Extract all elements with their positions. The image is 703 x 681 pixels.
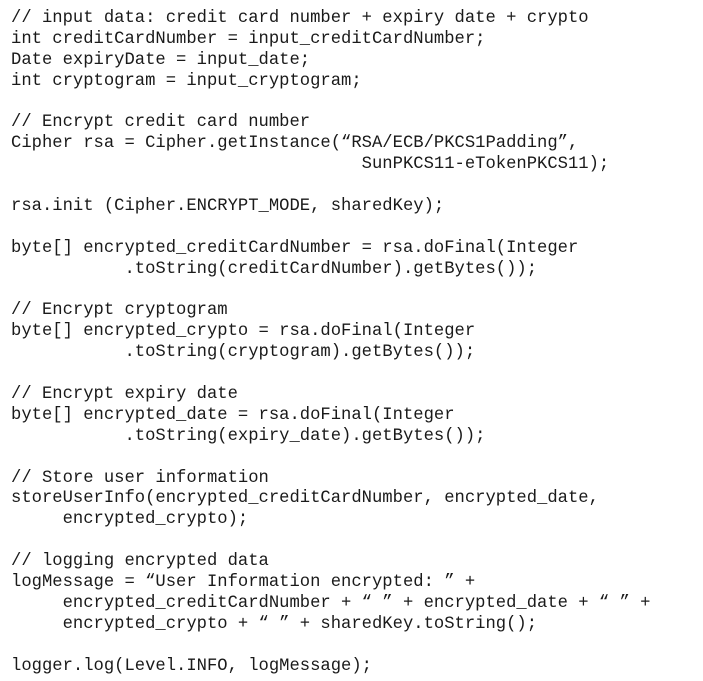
code-line: Cipher rsa = Cipher.getInstance(“RSA/ECB… [11, 134, 579, 154]
code-line: byte[] encrypted_date = rsa.doFinal(Inte… [11, 405, 455, 425]
code-comment-line: // input data: credit card number + expi… [11, 9, 589, 28]
code-comment-line: // Encrypt cryptogram [11, 301, 228, 321]
code-line: rsa.init (Cipher.ENCRYPT_MODE, sharedKey… [11, 197, 445, 217]
blank-line [11, 281, 650, 302]
blank-line [11, 364, 650, 385]
code-comment-line: // Store user information [11, 468, 269, 488]
blank-line [11, 93, 650, 114]
code-line: logger.log(Level.INFO, logMessage); [11, 656, 372, 676]
blank-line [11, 531, 650, 552]
code-line: .toString(expiry_date).getBytes()); [11, 426, 486, 446]
blank-line [11, 636, 650, 657]
code-line: .toString(creditCardNumber).getBytes()); [11, 259, 538, 279]
code-line: SunPKCS11-eTokenPKCS11); [11, 155, 610, 175]
code-line: storeUserInfo(encrypted_creditCardNumber… [11, 489, 599, 509]
blank-line [11, 176, 650, 197]
blank-line [11, 448, 650, 469]
code-line: int cryptogram = input_cryptogram; [11, 71, 362, 91]
code-line: logMessage = “User Information encrypted… [11, 573, 476, 593]
code-line: encrypted_creditCardNumber + “ ” + encry… [11, 593, 651, 613]
code-line: encrypted_crypto + “ ” + sharedKey.toStr… [11, 614, 538, 634]
code-line: Date expiryDate = input_date; [11, 50, 311, 70]
code-line: byte[] encrypted_creditCardNumber = rsa.… [11, 238, 579, 258]
code-comment-line: // Encrypt credit card number [11, 113, 311, 133]
code-line: int creditCardNumber = input_creditCardN… [11, 29, 486, 49]
blank-line [11, 218, 650, 239]
code-comment-line: // Encrypt expiry date [11, 385, 238, 405]
code-listing: // input data: credit card number + expi… [11, 9, 650, 678]
code-line: .toString(cryptogram).getBytes()); [11, 343, 476, 363]
code-line: byte[] encrypted_crypto = rsa.doFinal(In… [11, 322, 476, 342]
code-comment-line: // logging encrypted data [11, 552, 269, 572]
code-line: encrypted_crypto); [11, 510, 249, 530]
